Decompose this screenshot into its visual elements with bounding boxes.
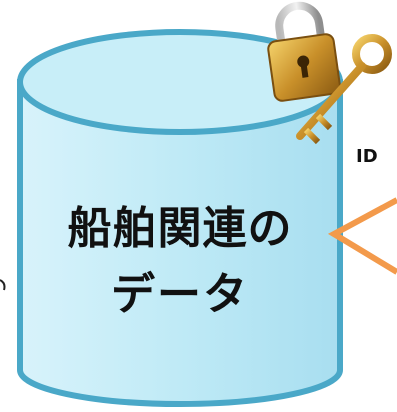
callout-pointer bbox=[327, 197, 397, 275]
database-label-line2: データ bbox=[111, 269, 249, 320]
callout-label: ID bbox=[356, 146, 378, 167]
cylinder-body bbox=[17, 79, 343, 407]
edge-mark bbox=[0, 279, 6, 291]
key-icon bbox=[296, 34, 392, 145]
database-label-line1: 船舶関連の bbox=[67, 203, 293, 254]
padlock-icon bbox=[267, 1, 341, 102]
database-cylinder bbox=[17, 29, 343, 407]
